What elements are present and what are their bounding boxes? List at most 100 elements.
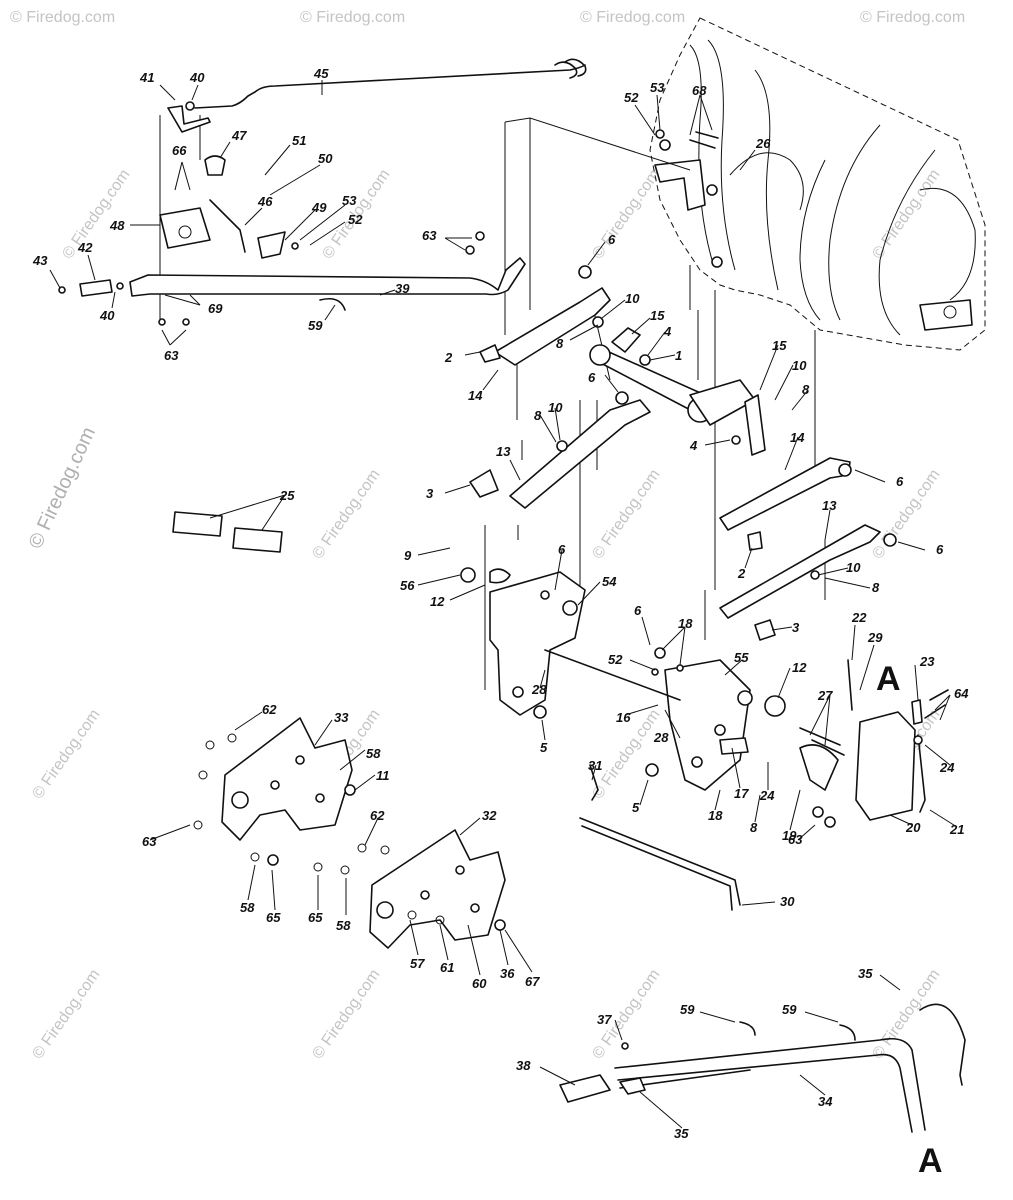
lift-arms	[469, 265, 897, 641]
handle-assembly	[559, 1003, 966, 1133]
lower-plate-32	[313, 829, 506, 949]
callout-label: 23	[919, 654, 935, 669]
callout-label: 69	[208, 301, 223, 316]
watermark-text: © Firedog.com	[29, 706, 103, 802]
callout-label: 67	[525, 974, 540, 989]
callout-label: 50	[318, 151, 333, 166]
callout-label: 64	[954, 686, 969, 701]
watermark-text: © Firedog.com	[59, 166, 133, 262]
callout-label: 12	[430, 594, 445, 609]
callout-label: 62	[370, 808, 385, 823]
watermark-text: © Firedog.com	[860, 9, 965, 26]
callout-label: 15	[772, 338, 787, 353]
section-markers: A A	[876, 660, 943, 1180]
callout-label: 4	[689, 438, 698, 453]
watermark-text: © Firedog.com	[869, 166, 943, 262]
callout-label: 5	[540, 740, 548, 755]
callout-label: 30	[780, 894, 795, 909]
section-marker: A	[918, 1142, 943, 1180]
callout-label: 18	[708, 808, 723, 823]
callout-label: 35	[674, 1126, 689, 1141]
callout-label: 8	[802, 382, 810, 397]
callout-label: 13	[822, 498, 837, 513]
callout-label: 8	[750, 820, 758, 835]
bracket-a-assembly	[799, 659, 949, 828]
callout-label: 22	[851, 610, 867, 625]
callout-label: 25	[279, 488, 295, 503]
callout-label: 46	[257, 194, 273, 209]
callout-label: 29	[867, 630, 883, 645]
callout-label: 10	[548, 400, 563, 415]
callout-label: 58	[336, 918, 351, 933]
callout-label: 42	[77, 240, 93, 255]
watermark-text: © Firedog.com	[309, 466, 383, 562]
callout-label: 52	[348, 212, 363, 227]
callout-label: 31	[588, 758, 602, 773]
callout-label: 48	[109, 218, 125, 233]
callout-label: 63	[164, 348, 179, 363]
callout-label: 60	[472, 976, 487, 991]
callout-label: 10	[625, 291, 640, 306]
callout-label: 6	[896, 474, 904, 489]
callout-label: 34	[818, 1094, 833, 1109]
callout-label: 8	[872, 580, 880, 595]
callout-label: 40	[189, 70, 205, 85]
callout-label: 53	[342, 193, 357, 208]
watermark-text: © Firedog.com	[309, 966, 383, 1062]
callout-label: 2	[444, 350, 453, 365]
auger-housing	[649, 17, 986, 351]
callout-label: 18	[678, 616, 693, 631]
lower-plate-33	[193, 717, 356, 866]
callout-label: 51	[292, 133, 306, 148]
callout-label: 37	[597, 1012, 612, 1027]
callout-label: 24	[759, 788, 775, 803]
callout-label: 45	[313, 66, 329, 81]
callout-label: 59	[680, 1002, 695, 1017]
callout-label: 24	[939, 760, 955, 775]
callout-label: 63	[422, 228, 437, 243]
callout-label: 20	[905, 820, 921, 835]
callout-label: 12	[792, 660, 807, 675]
callout-label: 41	[139, 70, 154, 85]
callout-label: 10	[792, 358, 807, 373]
callout-label: 39	[395, 281, 410, 296]
callout-label: 11	[376, 768, 390, 783]
callout-label: 9	[404, 548, 412, 563]
callout-label: 63	[142, 834, 157, 849]
callout-label: 3	[792, 620, 800, 635]
callout-label: 6	[558, 542, 566, 557]
watermark-text: © Firedog.com	[10, 9, 115, 26]
callout-label: 16	[616, 710, 631, 725]
callout-label: 47	[231, 128, 247, 143]
callout-label: 1	[675, 348, 682, 363]
section-marker: A	[876, 660, 901, 698]
callout-label: 6	[588, 370, 596, 385]
callout-label: 6	[608, 232, 616, 247]
rod-30	[579, 764, 741, 911]
callout-label: 49	[311, 200, 327, 215]
callout-label: 59	[308, 318, 323, 333]
chute-rod-assembly	[167, 58, 587, 133]
callout-label: 59	[782, 1002, 797, 1017]
callout-label: 19	[782, 828, 797, 843]
callout-label: 56	[400, 578, 415, 593]
callout-label: 65	[266, 910, 281, 925]
callout-label: 2	[737, 566, 746, 581]
callout-label: 8	[556, 336, 564, 351]
callout-label: 32	[482, 808, 497, 823]
callout-label: 5	[632, 800, 640, 815]
callout-label: 4	[663, 324, 672, 339]
callout-label: 33	[334, 710, 349, 725]
callout-label: 68	[692, 83, 707, 98]
callout-label: 35	[858, 966, 873, 981]
callout-label: 43	[32, 253, 48, 268]
watermark-text: © Firedog.com	[300, 9, 405, 26]
watermark-side: © Firedog.com	[25, 424, 100, 552]
callout-label: 21	[949, 822, 964, 837]
callout-label: 17	[734, 786, 749, 801]
watermark-text: © Firedog.com	[869, 466, 943, 562]
callout-label: 6	[634, 603, 642, 618]
callout-label: 66	[172, 143, 187, 158]
callout-label: 55	[734, 650, 749, 665]
shift-rod-assembly	[58, 155, 526, 326]
